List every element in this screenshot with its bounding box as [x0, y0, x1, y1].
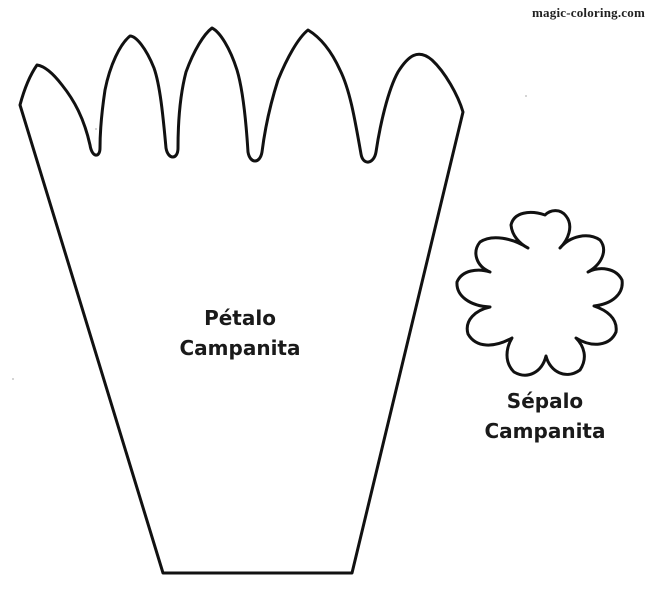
petal-template-shape: [18, 26, 465, 575]
scan-speck: [95, 128, 97, 130]
sepal-label-line1: Sépalo: [506, 389, 584, 413]
scan-speck: [12, 378, 14, 380]
petal-label: Pétalo Campanita: [165, 303, 315, 363]
petal-label-line2: Campanita: [179, 336, 301, 360]
sepal-label-line2: Campanita: [484, 419, 606, 443]
sepal-label: Sépalo Campanita: [470, 386, 620, 446]
petal-label-line1: Pétalo: [204, 306, 276, 330]
scan-speck: [525, 95, 527, 97]
site-watermark: magic-coloring.com: [532, 5, 645, 20]
sepal-template-shape: [455, 209, 624, 377]
